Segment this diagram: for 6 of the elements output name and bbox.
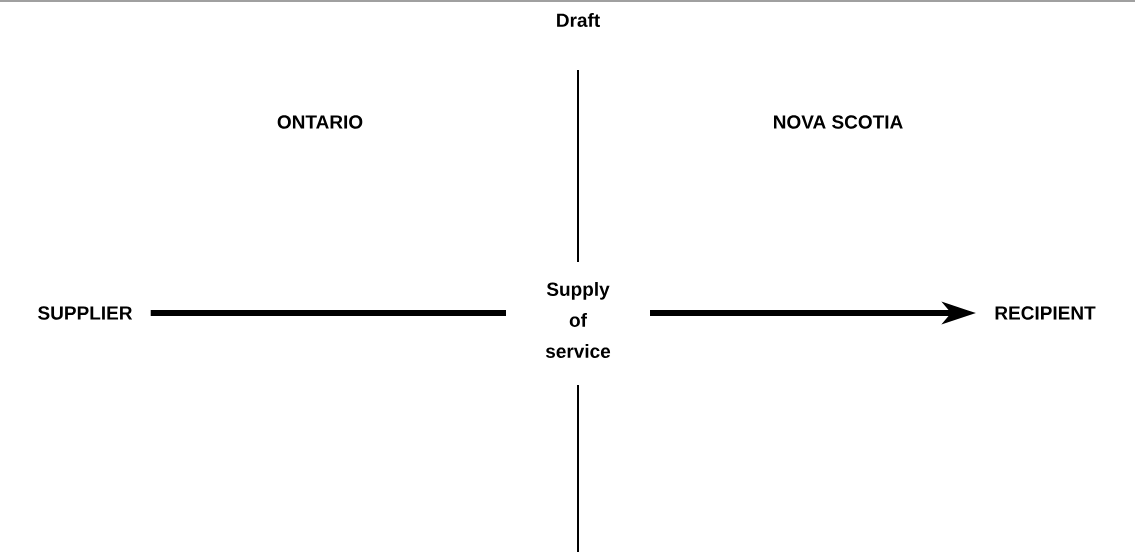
draft-note: Draft — [557, 13, 600, 27]
party-label: RECIPIENT — [995, 306, 1096, 320]
party-label: SUPPLIER — [38, 306, 133, 320]
edge-label: Supply of service — [545, 282, 611, 358]
region-label: ONTARIO — [277, 115, 363, 129]
region-label: NOVA SCOTIA — [774, 115, 903, 129]
